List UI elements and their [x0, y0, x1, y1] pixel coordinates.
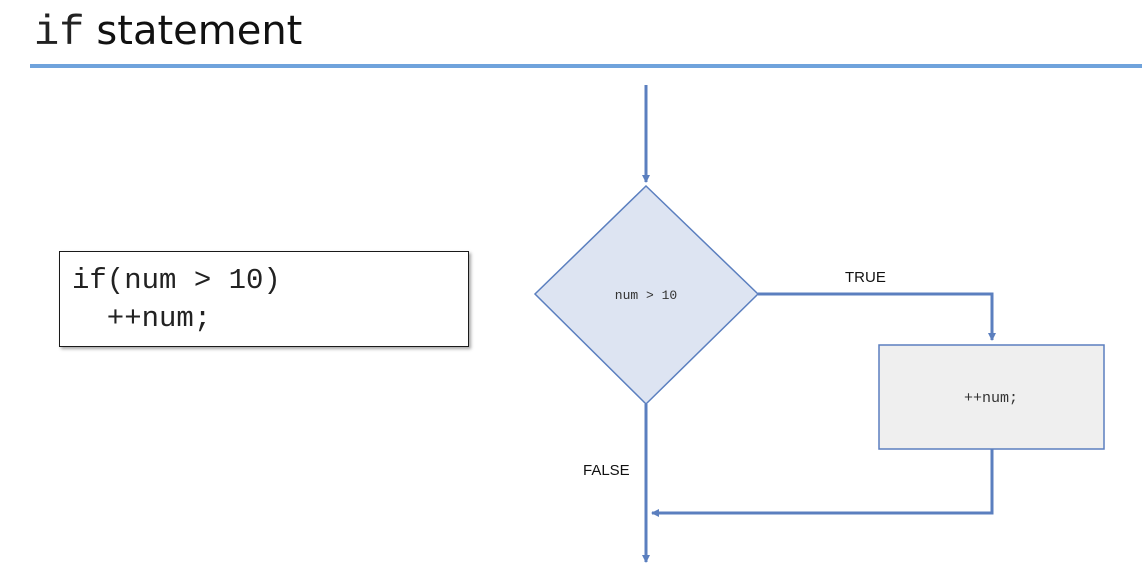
merge-arrow [651, 449, 994, 517]
code-snippet-box: if(num > 10) ++num; [59, 251, 469, 347]
action-box [878, 344, 1105, 450]
code-line-condition: if(num > 10) [72, 264, 281, 297]
false-label: FALSE [583, 462, 630, 479]
slide-title: if statement [34, 8, 302, 64]
true-label: TRUE [845, 269, 886, 286]
title-text: statement [96, 8, 303, 54]
code-line-increment: ++num; [72, 302, 212, 335]
true-branch-arrow [758, 292, 996, 341]
action-label: ++num; [964, 390, 1018, 407]
condition-label: num > 10 [615, 288, 677, 303]
title-keyword: if [34, 9, 85, 57]
title-underline [30, 64, 1142, 68]
